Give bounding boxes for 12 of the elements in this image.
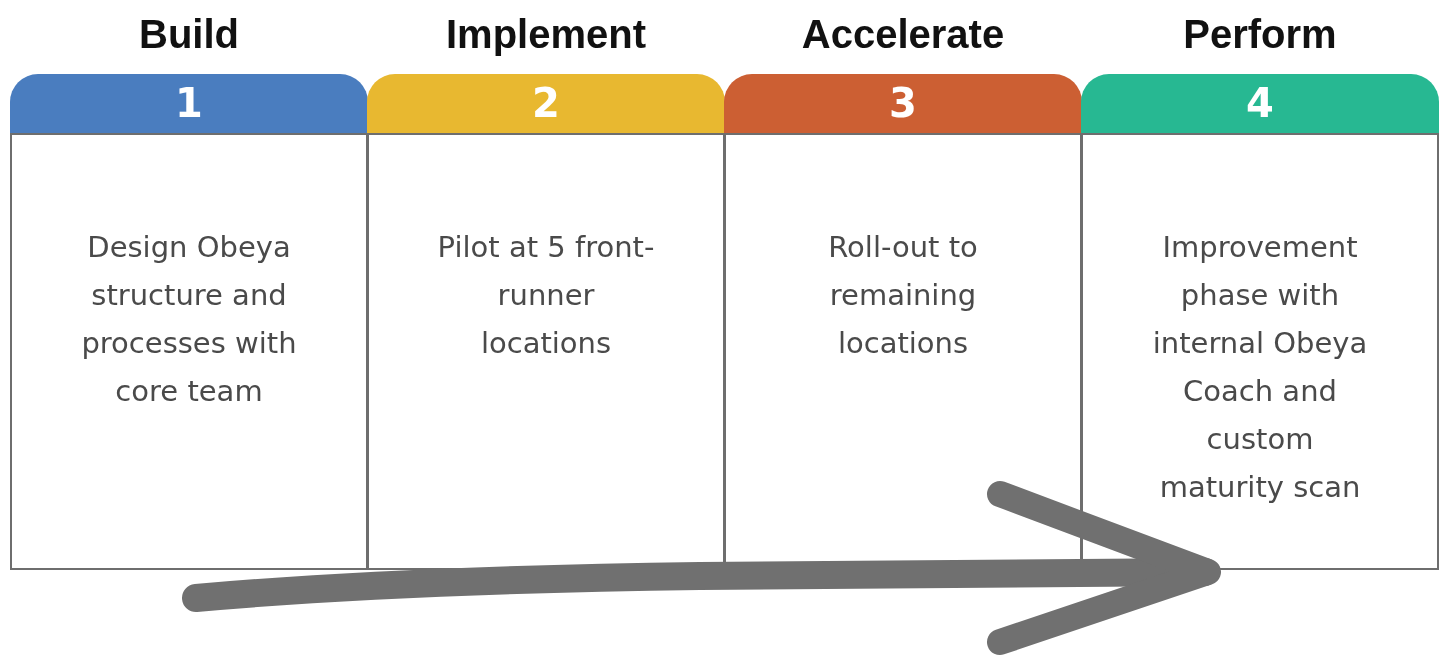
phase-description: Design Obeya structure and processes with core team (80, 229, 298, 410)
phase-description: Roll-out to remaining locations (827, 229, 979, 362)
phase-description: Improvement phase with internal Obeya Coach and custom maturity scan (1151, 229, 1369, 506)
phase-description: Pilot at 5 front-runner locations (436, 229, 656, 362)
step-number-tab: 4 (1081, 74, 1439, 133)
phase-title: Perform (1182, 11, 1338, 58)
step-number-tab: 1 (10, 74, 368, 133)
phase-title: Accelerate (800, 11, 1006, 58)
step-number-tab: 3 (724, 74, 1082, 133)
phase-title: Implement (444, 11, 647, 58)
phase-title: Build (138, 11, 240, 58)
step-number-tab: 2 (367, 74, 725, 133)
